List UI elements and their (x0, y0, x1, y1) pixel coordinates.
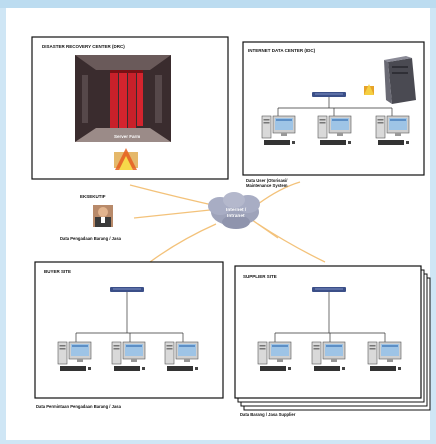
drc-title: DISASTER RECOVERY CENTER (DRC) (42, 44, 125, 49)
eksekutif-note: Data Pengadaan Barang / Jasa (60, 236, 122, 241)
buyer-switch-icon (110, 287, 144, 292)
cloud-label-line2: Intranet (227, 213, 245, 219)
link-supplier (257, 223, 326, 263)
server-farm-caption: Server Farm (114, 134, 140, 139)
supplier-box: SUPPLIER SITE (234, 265, 431, 411)
executive-person-icon (93, 205, 113, 227)
drc-box: DISASTER RECOVERY CENTER (DRC) Server Fa… (31, 36, 229, 180)
supplier-title: SUPPLIER SITE (243, 274, 277, 279)
supplier-note: Data Barang / Jasa Supplier (240, 412, 296, 417)
idc-note-line2: Maintenance System (246, 183, 288, 188)
internet-cloud-icon: Internet / Intranet (208, 192, 260, 229)
link-buyer (149, 223, 217, 263)
server-farm-image (75, 55, 171, 142)
idc-switch-icon (312, 92, 346, 97)
link-idc (257, 181, 301, 205)
idc-note-line1: Data User (Otorisasi/ (246, 178, 288, 183)
buyer-note: Data Permintaan Pengadaan Barang / Jasa (36, 404, 122, 409)
server-tower-icon (384, 56, 416, 104)
supplier-switch-icon (312, 287, 346, 292)
eksekutif-block: EKSEKUTIF Data Pengadaan Barang / Jasa (60, 194, 122, 241)
buyer-title: BUYER SITE (44, 269, 71, 274)
idc-box: INTERNET DATA CENTER (IDC) (242, 41, 425, 176)
firewall-icon (364, 84, 374, 95)
buyer-box: BUYER SITE (34, 261, 224, 399)
top-border-strip (0, 0, 436, 8)
cloud-label-line1: Internet / (226, 207, 247, 213)
idc-title: INTERNET DATA CENTER (IDC) (248, 48, 316, 53)
eksekutif-title: EKSEKUTIF (80, 194, 106, 199)
link-eksekutif (133, 209, 211, 219)
firewall-icon (114, 148, 138, 170)
